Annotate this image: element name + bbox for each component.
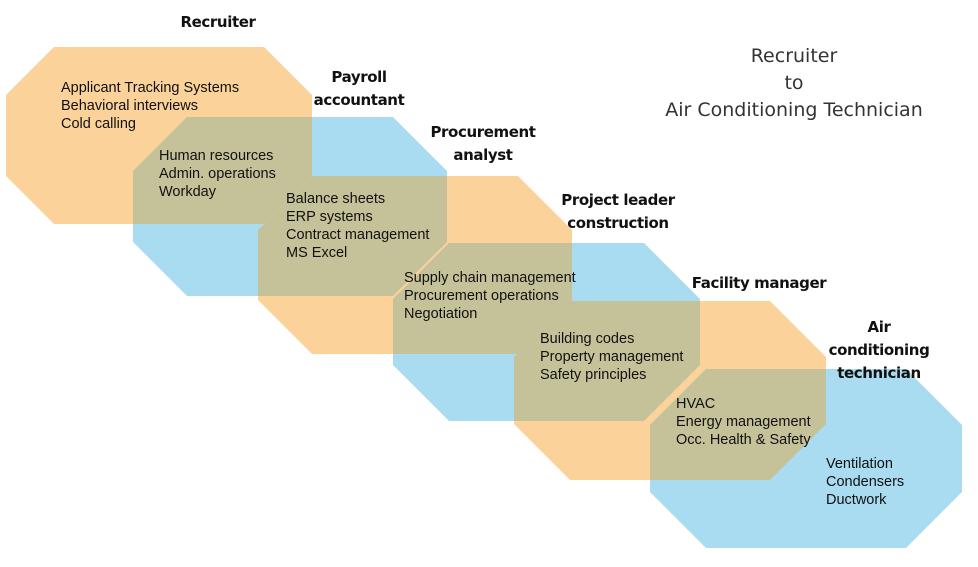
skill-item: Ventilation (826, 456, 893, 472)
skill-item: Energy management (676, 414, 811, 430)
skills-payroll-accountant: Human resources Admin. operations Workda… (159, 147, 276, 201)
skills-procurement-analyst: Balance sheets ERP systems Contract mana… (286, 190, 429, 262)
skill-item: Behavioral interviews (61, 98, 199, 114)
skills-final: Ventilation Condensers Ductwork (826, 455, 904, 509)
skills-facility-manager: Building codes Property management Safet… (540, 330, 683, 384)
skill-item: Admin. operations (159, 166, 276, 182)
skill-item: Negotiation (404, 306, 478, 322)
skill-item: Balance sheets (286, 191, 386, 207)
skill-item: Procurement operations (404, 288, 559, 304)
skills-recruiter: Applicant Tracking Systems Behavioral in… (61, 79, 239, 133)
skill-item: Condensers (826, 474, 905, 490)
skill-item: Occ. Health & Safety (676, 432, 811, 448)
skill-item: Applicant Tracking Systems (61, 80, 240, 96)
skill-item: HVAC (676, 396, 716, 412)
role-label-project-leader: Project leader construction (561, 191, 675, 232)
role-label-recruiter: Recruiter (180, 13, 256, 31)
skill-item: Cold calling (61, 116, 136, 132)
diagram-title-line-3: Air Conditioning Technician (665, 99, 923, 121)
diagram-title-line-1: Recruiter (750, 45, 838, 67)
skill-item: MS Excel (286, 245, 348, 261)
skill-item: ERP systems (286, 209, 373, 225)
skill-item: Ductwork (826, 492, 887, 508)
role-label-payroll-accountant: Payroll accountant (313, 68, 405, 109)
skills-project-leader: Supply chain management Procurement oper… (404, 269, 576, 323)
skills-ac-technician: HVAC Energy management Occ. Health & Saf… (676, 395, 811, 449)
skill-item: Building codes (540, 331, 635, 347)
role-label-facility-manager: Facility manager (691, 274, 827, 292)
skill-item: Property management (540, 349, 684, 365)
skill-item: Supply chain management (404, 270, 576, 286)
diagram-title-line-2: to (784, 72, 804, 94)
overlap-region (258, 176, 447, 296)
skill-item: Workday (159, 184, 216, 200)
overlap-region (514, 301, 700, 421)
role-label-procurement-analyst: Procurement analyst (430, 123, 536, 164)
skill-item: Contract management (286, 227, 430, 243)
skill-item: Safety principles (540, 367, 647, 383)
role-label-ac-technician: Air conditioning technician (828, 318, 930, 382)
skill-item: Human resources (159, 148, 274, 164)
